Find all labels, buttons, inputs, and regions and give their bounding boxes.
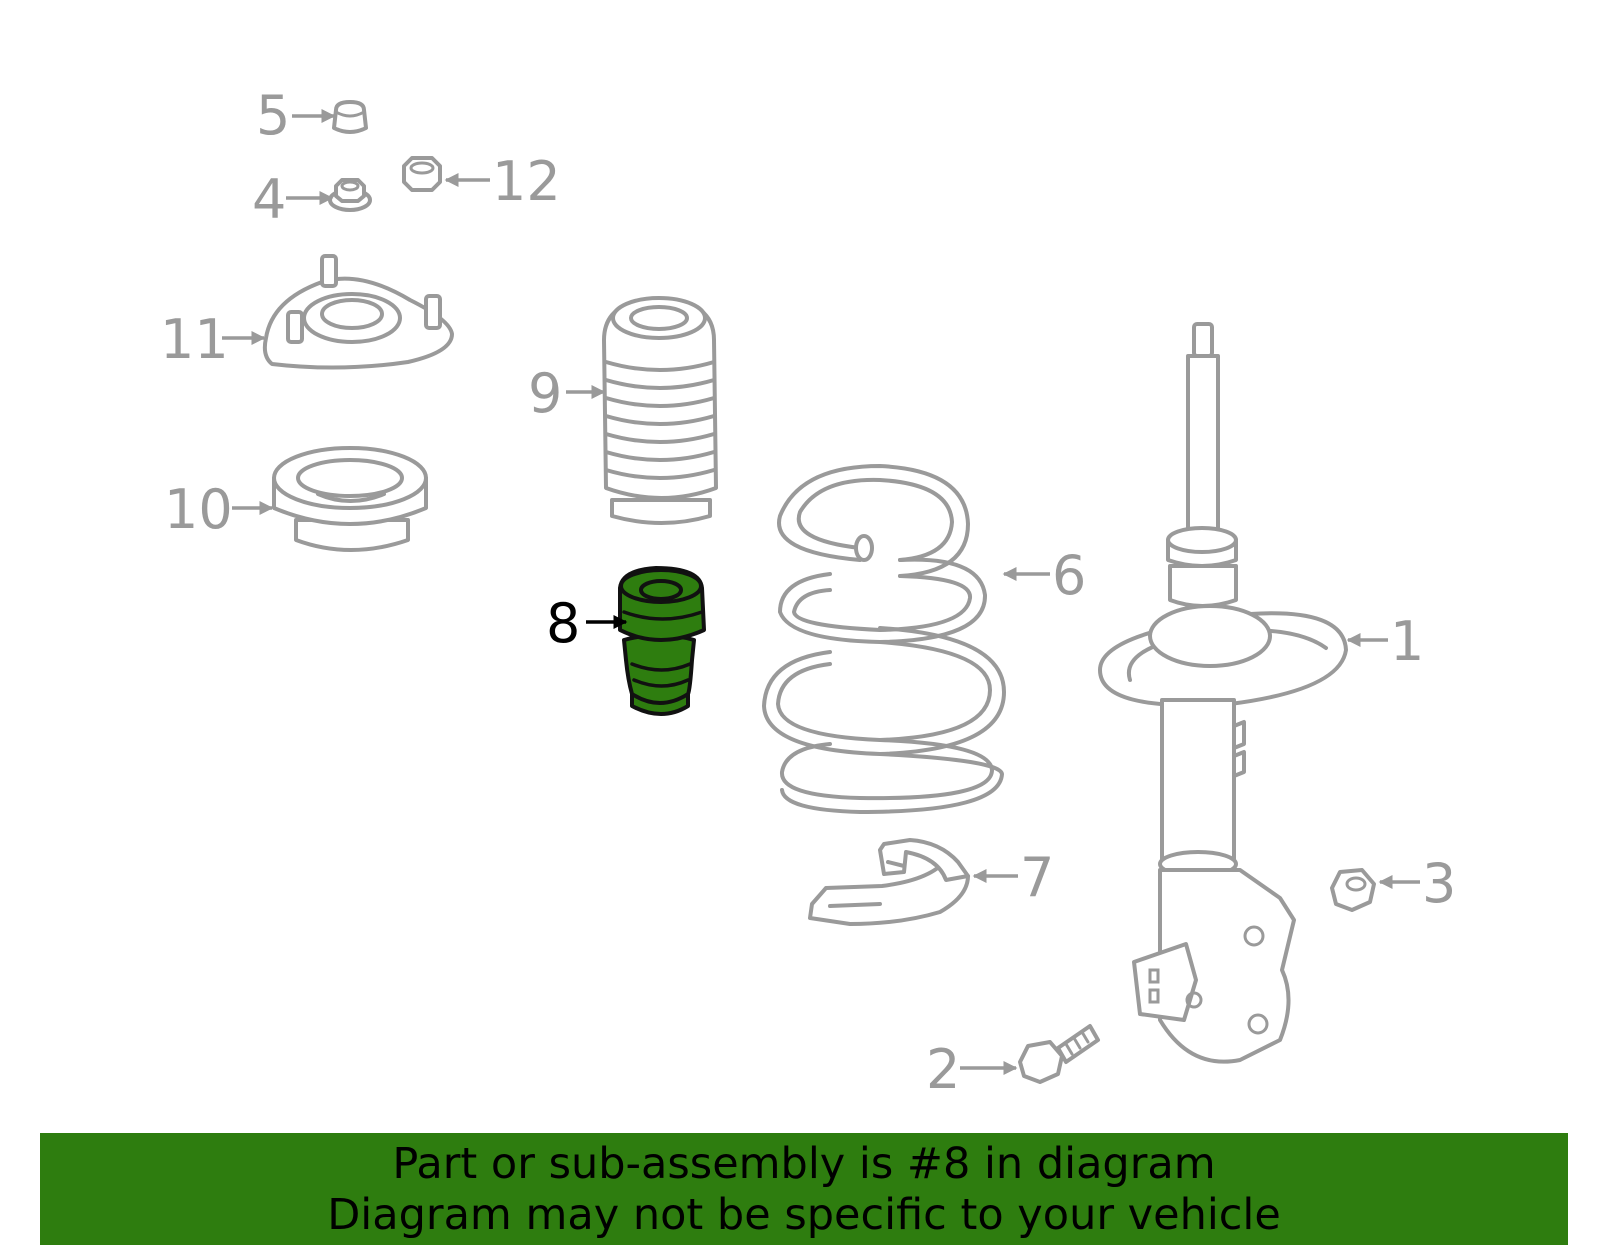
part-8-bump-stop bbox=[618, 566, 706, 716]
part-2-bolt bbox=[1018, 1024, 1100, 1084]
callout-11: 11 bbox=[160, 308, 229, 371]
part-11-strut-mount bbox=[262, 254, 454, 370]
info-banner: Part or sub-assembly is #8 in diagram Di… bbox=[40, 1133, 1568, 1245]
callout-12: 12 bbox=[492, 150, 561, 213]
callout-10: 10 bbox=[164, 478, 233, 541]
part-6-coil-spring bbox=[762, 464, 1006, 814]
banner-line-2: Diagram may not be specific to your vehi… bbox=[327, 1190, 1281, 1240]
callout-3: 3 bbox=[1422, 852, 1456, 915]
part-7-lower-insulator bbox=[808, 838, 970, 926]
part-5-cap bbox=[332, 100, 368, 134]
part-3-nut bbox=[1330, 868, 1376, 912]
callout-9: 9 bbox=[528, 362, 562, 425]
callout-8: 8 bbox=[546, 592, 580, 655]
part-1-strut-assembly bbox=[1098, 322, 1348, 1064]
callout-6: 6 bbox=[1052, 544, 1086, 607]
callout-arrows bbox=[222, 109, 1420, 1075]
callout-4: 4 bbox=[252, 168, 286, 231]
banner-line-1: Part or sub-assembly is #8 in diagram bbox=[392, 1139, 1216, 1189]
callout-2: 2 bbox=[926, 1038, 960, 1101]
callout-1: 1 bbox=[1390, 610, 1424, 673]
callout-7: 7 bbox=[1020, 846, 1054, 909]
callout-5: 5 bbox=[256, 84, 290, 147]
part-10-spring-seat bbox=[272, 446, 428, 552]
part-4-nut bbox=[328, 178, 372, 212]
part-9-dust-boot bbox=[602, 296, 718, 525]
part-12-nut bbox=[402, 156, 442, 192]
callout-labels: 1 2 3 4 5 6 7 8 9 10 11 12 bbox=[160, 84, 1456, 1101]
